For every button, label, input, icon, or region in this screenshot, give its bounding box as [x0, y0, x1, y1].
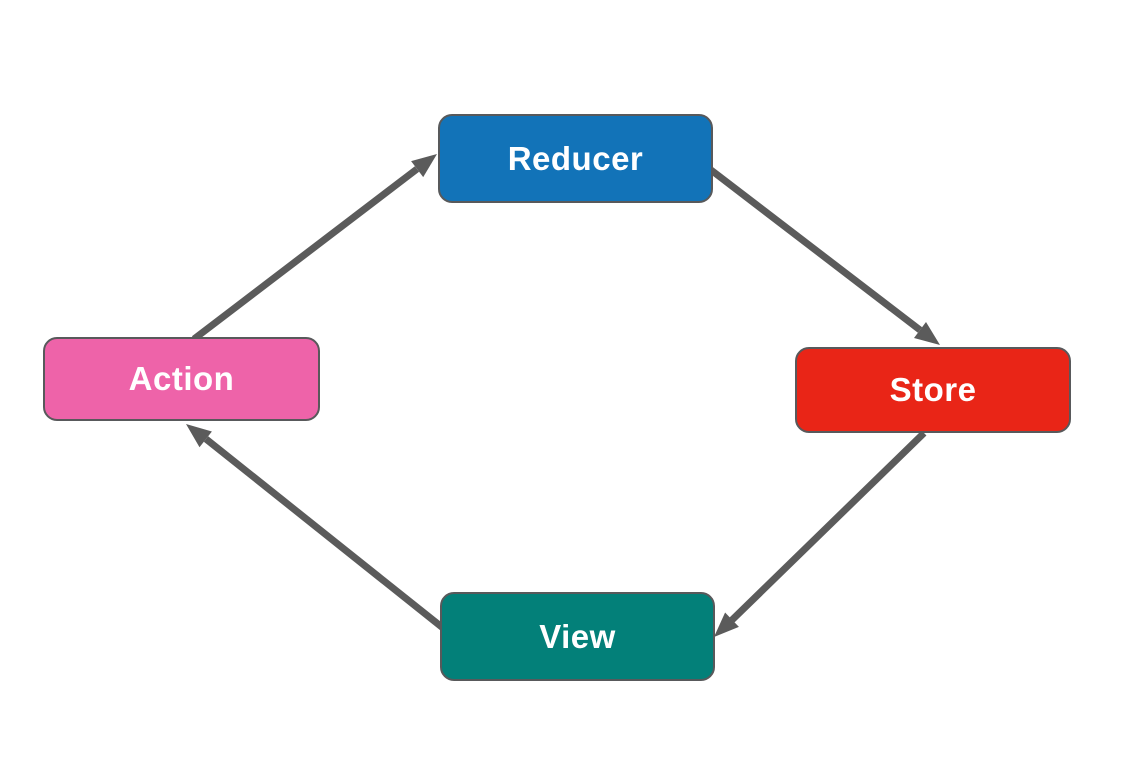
edge-line-reducer-to-store [708, 167, 923, 333]
node-reducer: Reducer [438, 114, 713, 203]
edge-view-to-action [186, 424, 446, 631]
edge-line-view-to-action [203, 436, 446, 631]
node-action-label: Action [128, 360, 235, 397]
arrowhead-reducer-to-store [914, 322, 940, 345]
arrowhead-view-to-action [186, 424, 212, 448]
node-store: Store [795, 347, 1071, 433]
edge-reducer-to-store [708, 167, 940, 345]
node-reducer-label: Reducer [507, 139, 644, 177]
node-view-label: View [539, 617, 616, 655]
edge-line-action-to-reducer [191, 166, 420, 342]
edge-store-to-view [714, 430, 927, 637]
node-store-label: Store [889, 371, 977, 408]
arrowhead-store-to-view [714, 612, 739, 637]
edge-line-store-to-view [729, 430, 927, 623]
node-action: Action [43, 337, 320, 421]
edge-action-to-reducer [191, 154, 437, 342]
arrowhead-action-to-reducer [411, 154, 437, 178]
node-view: View [440, 592, 715, 681]
